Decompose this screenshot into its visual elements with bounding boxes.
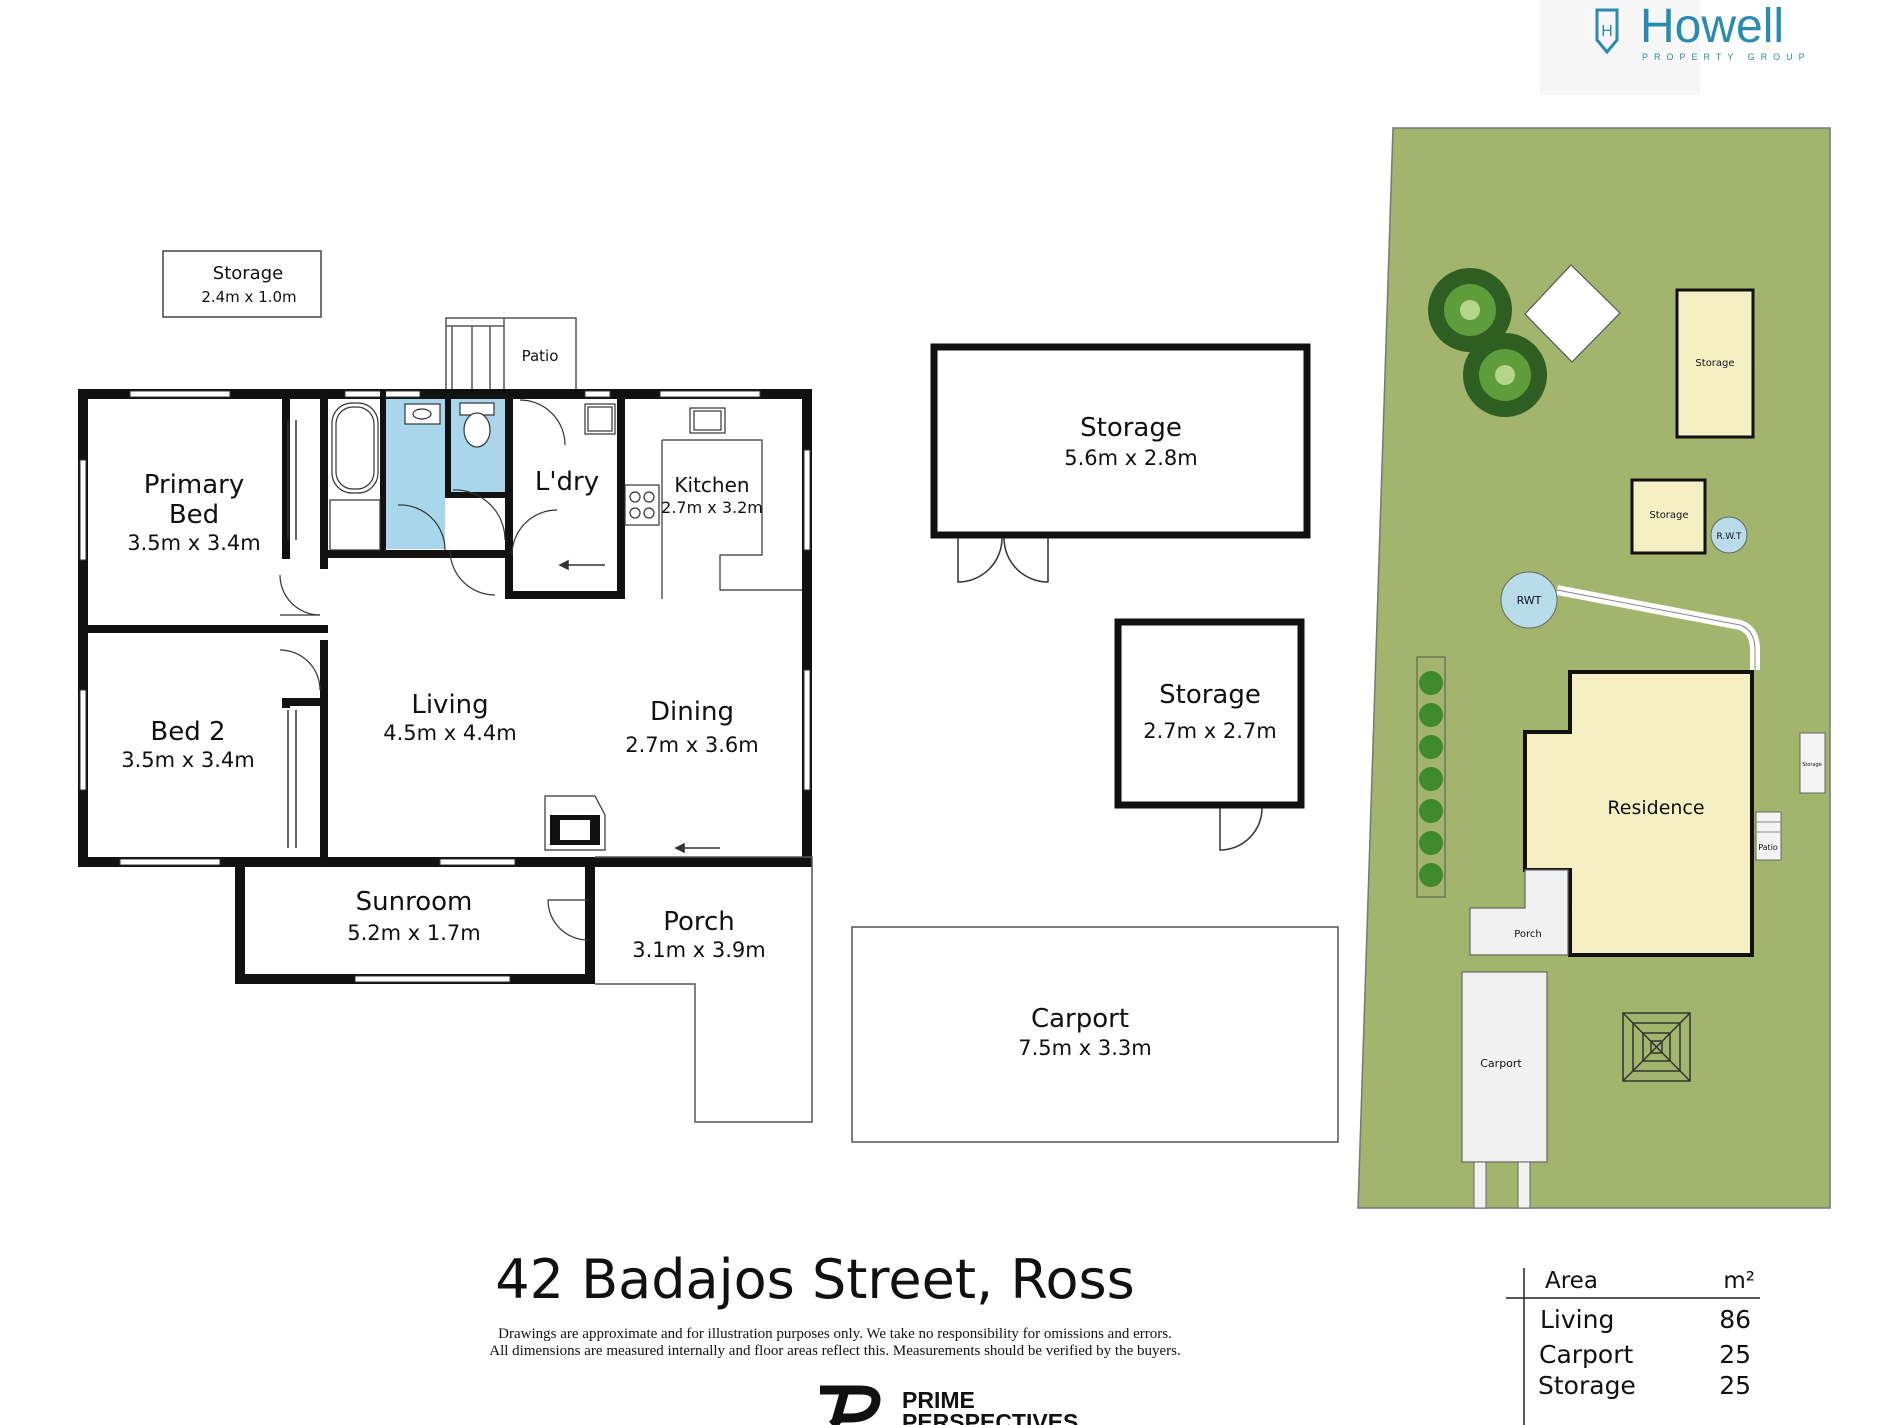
dining-name: Dining (650, 697, 734, 727)
storage-large-name: Storage (1080, 413, 1182, 443)
site-storage-b (1630, 478, 1707, 555)
site-patio (1755, 811, 1782, 861)
site-storage-side-label: Storage (1802, 762, 1822, 768)
site-storage-a (1675, 288, 1755, 439)
area-row-label: Living (1540, 1305, 1614, 1334)
fireplace-icon (544, 795, 606, 851)
patio-label: Patio (522, 347, 559, 365)
site-storage-a-label: Storage (1695, 358, 1734, 369)
site-carport (1461, 971, 1548, 1163)
kitchen-dims: 2.7m x 3.2m (661, 498, 763, 517)
sunroom-name: Sunroom (356, 887, 473, 917)
storage-large-dims: 5.6m x 2.8m (1064, 446, 1198, 470)
bed2-dims: 3.5m x 3.4m (121, 748, 255, 772)
address-title: 42 Badajos Street, Ross (495, 1248, 1135, 1311)
hedge (1416, 656, 1446, 898)
area-header-unit: m² (1723, 1268, 1755, 1294)
rainwater-tank-small (1710, 516, 1748, 554)
prime-perspectives-logo: PRIME PERSPECTIVES (820, 1385, 1078, 1425)
outbuildings: Storage 5.6m x 2.8m Storage 2.7m x 2.7m … (851, 343, 1339, 1143)
porch-name: Porch (663, 907, 735, 937)
disclaimer-line-1: Drawings are approximate and for illustr… (498, 1326, 1172, 1342)
carport-outline (851, 926, 1339, 1143)
rwt-small-label: R.W.T (1716, 532, 1742, 542)
primary-bed-name-1: Primary (144, 470, 244, 500)
site-porch (1469, 869, 1569, 956)
pyramid-roof-icon (1622, 1012, 1691, 1082)
bed2-name: Bed 2 (150, 717, 225, 747)
storage-large-outline (930, 343, 1311, 539)
howell-logo: H Howell PROPERTY GROUP (1540, 0, 1811, 95)
residence-label: Residence (1607, 797, 1704, 819)
living-dims: 4.5m x 4.4m (383, 721, 517, 745)
site-patio-label: Patio (1758, 843, 1778, 852)
storage-small-name: Storage (213, 263, 283, 284)
logo-tagline: PROPERTY GROUP (1642, 52, 1811, 62)
area-row-value: 25 (1719, 1371, 1751, 1400)
footer: 42 Badajos Street, Ross Drawings are app… (489, 1248, 1181, 1425)
storage-medium-name: Storage (1159, 680, 1261, 710)
stovetop (624, 484, 660, 526)
residence (1523, 670, 1754, 957)
tree-icon (1463, 333, 1547, 417)
primary-bed-dims: 3.5m x 3.4m (127, 531, 261, 555)
storage-small-dims: 2.4m x 1.0m (201, 288, 296, 306)
shield-icon: H (1595, 8, 1619, 55)
site-storage-side (1799, 732, 1826, 794)
brand-line-1: PRIME (902, 1387, 975, 1413)
living-name: Living (411, 690, 488, 720)
area-row-label: Storage (1538, 1371, 1636, 1400)
floor-plan: Storage 2.4m x 1.0m Patio (78, 250, 813, 1123)
logo-name: Howell (1640, 0, 1784, 53)
site-porch-label: Porch (1514, 929, 1542, 940)
area-header-label: Area (1545, 1268, 1598, 1294)
site-storage-b-label: Storage (1649, 510, 1688, 521)
doors (279, 399, 589, 941)
tree-icon (1428, 268, 1512, 352)
brand-line-2: PERSPECTIVES (902, 1409, 1078, 1425)
laundry-label: L'dry (535, 467, 599, 497)
area-row-label: Carport (1539, 1340, 1633, 1369)
slab (1524, 264, 1621, 363)
rainwater-tank-large (1500, 571, 1558, 629)
porch-outline (595, 856, 813, 1123)
storage-medium-dims: 2.7m x 2.7m (1143, 719, 1277, 743)
rwt-large-label: RWT (1517, 594, 1542, 607)
area-table: Area m² Living 86 Carport 25 Storage 25 (1506, 1268, 1760, 1425)
bathroom-fixtures (329, 402, 726, 551)
area-row-value: 25 (1719, 1340, 1751, 1369)
site-carport-label: Carport (1480, 1057, 1522, 1070)
svg-text:H: H (1601, 23, 1613, 40)
disclaimer-line-2: All dimensions are measured internally a… (489, 1343, 1180, 1359)
kitchen-name: Kitchen (674, 473, 749, 497)
sliding-door-arrows (287, 420, 720, 854)
sunroom-dims: 5.2m x 1.7m (347, 921, 481, 945)
interior-walls (78, 389, 625, 857)
storage-medium-outline (1114, 618, 1305, 809)
site-plan: Storage Storage R.W.T RWT Residence Porc… (1357, 127, 1831, 1209)
carport-dims: 7.5m x 3.3m (1018, 1036, 1152, 1060)
storage-small-outline (162, 250, 322, 318)
primary-bed-name-2: Bed (169, 500, 219, 530)
carport-name: Carport (1031, 1004, 1129, 1034)
area-row-value: 86 (1719, 1305, 1751, 1334)
dining-dims: 2.7m x 3.6m (625, 733, 759, 757)
porch-dims: 3.1m x 3.9m (632, 938, 766, 962)
kitchen-bench (662, 439, 802, 591)
